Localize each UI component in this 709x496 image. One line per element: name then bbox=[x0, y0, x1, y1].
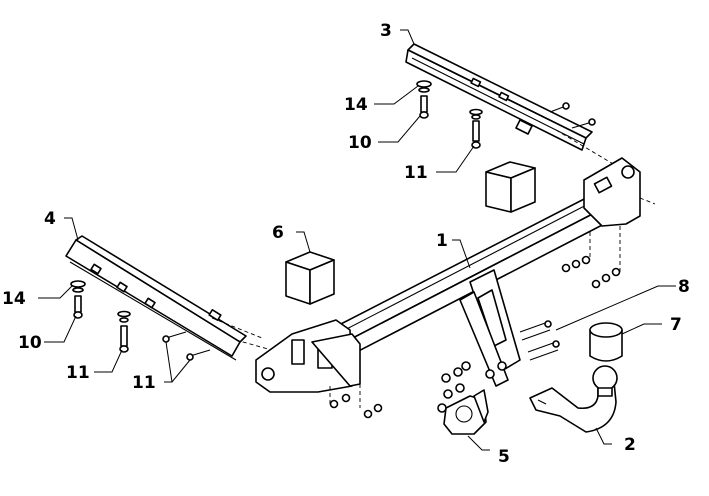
beam-nuts bbox=[329, 255, 621, 419]
main-crossbeam bbox=[255, 157, 656, 408]
ball-cap bbox=[589, 322, 623, 362]
socket-plate bbox=[437, 361, 489, 435]
callout-8: 8 bbox=[678, 277, 690, 297]
callout-7: 7 bbox=[670, 315, 682, 335]
bracket-right bbox=[405, 43, 621, 169]
callout-10-top: 10 bbox=[348, 133, 372, 153]
electrical-box bbox=[285, 251, 335, 305]
callout-4: 4 bbox=[44, 209, 56, 229]
electrical-box-upper bbox=[485, 161, 536, 213]
bolts bbox=[519, 320, 560, 361]
callout-11-top: 11 bbox=[404, 163, 428, 183]
fasteners-top bbox=[416, 80, 483, 149]
leader-lines bbox=[38, 29, 676, 451]
fasteners-left bbox=[70, 280, 211, 361]
callout-11-left-2: 11 bbox=[132, 373, 156, 393]
callout-2: 2 bbox=[624, 435, 636, 455]
callout-10-left: 10 bbox=[18, 333, 42, 353]
callout-11-left: 11 bbox=[66, 363, 90, 383]
callout-1: 1 bbox=[436, 231, 448, 251]
bracket-left bbox=[65, 235, 301, 361]
callout-14-left: 14 bbox=[2, 289, 26, 309]
callout-3: 3 bbox=[380, 21, 392, 41]
callout-5: 5 bbox=[498, 447, 510, 467]
ball-neck bbox=[529, 365, 618, 433]
callout-14-top: 14 bbox=[344, 95, 368, 115]
callout-6: 6 bbox=[272, 223, 284, 243]
callout-labels: 3 14 10 11 4 6 1 14 10 11 11 8 7 2 5 bbox=[2, 21, 690, 467]
